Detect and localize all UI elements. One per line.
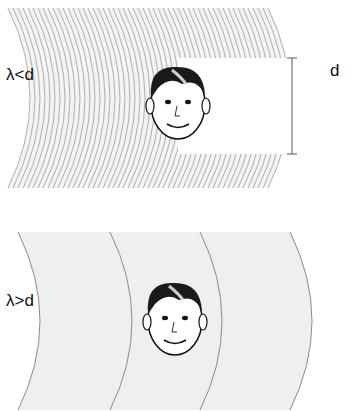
wavefront-line xyxy=(8,8,30,188)
wavefront-line xyxy=(18,232,40,410)
wavefront-line xyxy=(83,8,105,188)
wavefront-line xyxy=(98,8,120,188)
wavefront-line xyxy=(133,8,155,188)
wavelength-label: λ>d xyxy=(6,292,34,309)
hair xyxy=(148,283,202,314)
wavefront-line xyxy=(38,8,60,188)
wavefront-line xyxy=(73,8,95,188)
wavefront-line xyxy=(43,8,65,188)
size-bracket xyxy=(287,58,297,154)
eye xyxy=(165,100,171,104)
wavefront-line xyxy=(58,8,80,188)
ear xyxy=(202,98,210,114)
ear xyxy=(143,314,151,330)
mouth xyxy=(167,124,189,128)
wavefront-line xyxy=(53,8,75,188)
wavefront-line xyxy=(18,8,40,188)
ear xyxy=(199,314,207,330)
hair-shine xyxy=(172,70,186,84)
wavefront-line xyxy=(113,8,135,188)
wavefront-line xyxy=(13,8,35,188)
wavefront-line xyxy=(28,8,50,188)
nose xyxy=(175,106,180,116)
wavefront-line xyxy=(118,8,140,188)
eye xyxy=(185,100,191,104)
wavefront-line xyxy=(123,8,145,188)
wavefront-line xyxy=(68,8,90,188)
wavefront-line xyxy=(48,8,70,188)
ear xyxy=(146,98,154,114)
wavefront-line xyxy=(108,8,130,188)
eye xyxy=(182,316,188,320)
wavefront-line xyxy=(88,8,110,188)
wavelength-label: λ<d xyxy=(6,66,34,83)
wavefront-line xyxy=(93,8,115,188)
eye xyxy=(162,316,168,320)
wave-band xyxy=(18,232,312,410)
wavefront-line xyxy=(23,8,45,188)
wavefront-line xyxy=(103,8,125,188)
nose xyxy=(172,322,177,332)
face-figure xyxy=(143,283,207,355)
face-figure xyxy=(146,67,210,139)
mouth xyxy=(164,340,186,344)
wavefront-line xyxy=(290,232,312,410)
hair-shine xyxy=(169,286,183,300)
wavefront-line xyxy=(200,232,222,410)
long-wavefronts xyxy=(18,232,312,410)
wavefront-line xyxy=(33,8,55,188)
wavefront-line xyxy=(128,8,150,188)
wavefront-line xyxy=(78,8,100,188)
dimension-label: d xyxy=(330,62,339,79)
wavefront-line xyxy=(110,232,132,410)
hair xyxy=(151,67,205,98)
wavefront-line xyxy=(63,8,85,188)
